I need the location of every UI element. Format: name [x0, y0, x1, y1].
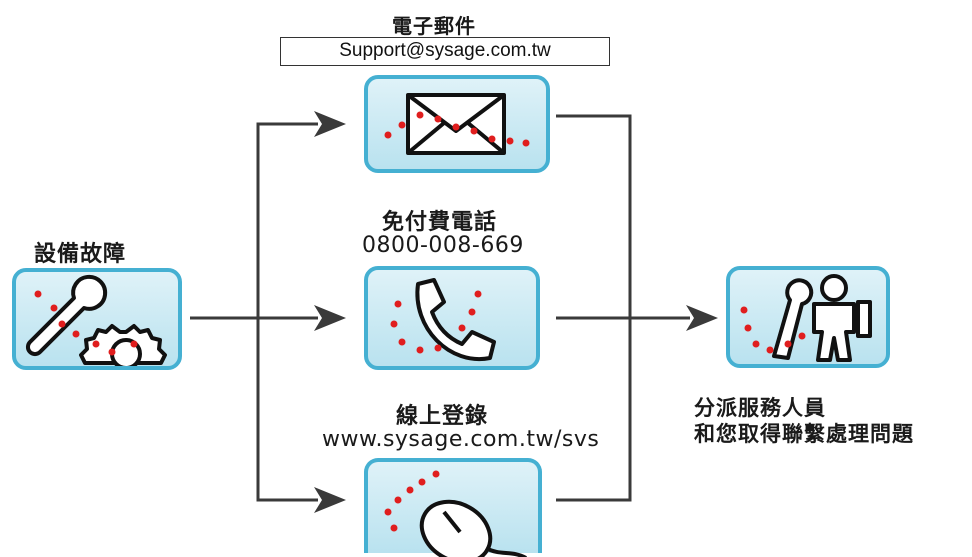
arrowhead-email: [314, 111, 346, 137]
equipment-failure-label: 設備故障: [34, 242, 127, 267]
telephone-handset-icon: [390, 278, 496, 362]
line-from-online: [556, 318, 632, 502]
email-title: 電子郵件: [392, 14, 476, 38]
arrowhead-phone: [314, 305, 346, 331]
email-address-box[interactable]: Support@sysage.com.tw: [280, 37, 610, 66]
equipment-failure-tile: [12, 268, 182, 370]
arrowhead-dispatch: [686, 305, 718, 331]
dispatch-line-1: 分派服務人員: [694, 396, 826, 420]
phone-title: 免付費電話: [382, 210, 498, 235]
email-tile[interactable]: [364, 75, 550, 173]
phone-tile[interactable]: [364, 266, 540, 370]
line-from-email: [556, 114, 632, 318]
computer-mouse-icon: [384, 470, 527, 557]
line-to-email: [256, 122, 318, 318]
dispatch-tile: [726, 266, 890, 368]
line-to-online: [256, 318, 318, 502]
phone-number[interactable]: 0800-008-669: [362, 233, 524, 258]
online-title: 線上登錄: [396, 404, 489, 429]
online-tile[interactable]: [364, 458, 542, 557]
wrench-gear-icon: [25, 274, 167, 366]
service-technician-icon: [740, 274, 872, 362]
arrowhead-online: [314, 487, 346, 513]
dispatch-line-2: 和您取得聯繫處理問題: [694, 422, 914, 446]
online-url[interactable]: www.sysage.com.tw/svs: [322, 427, 600, 452]
envelope-icon: [384, 93, 530, 155]
